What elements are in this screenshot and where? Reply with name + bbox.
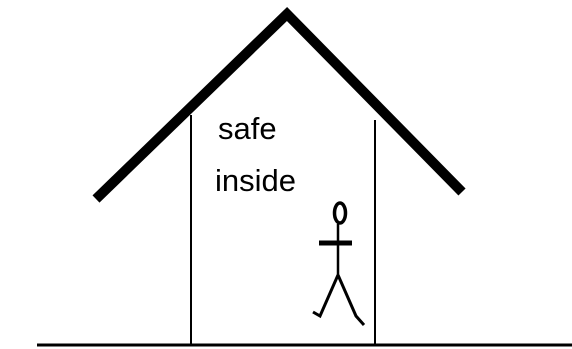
label-inside: inside	[215, 165, 296, 196]
figure-right-leg	[338, 275, 364, 325]
figure-head	[335, 203, 346, 223]
stick-figure-icon	[313, 203, 364, 325]
figure-left-leg	[313, 275, 338, 316]
label-safe: safe	[218, 113, 277, 144]
